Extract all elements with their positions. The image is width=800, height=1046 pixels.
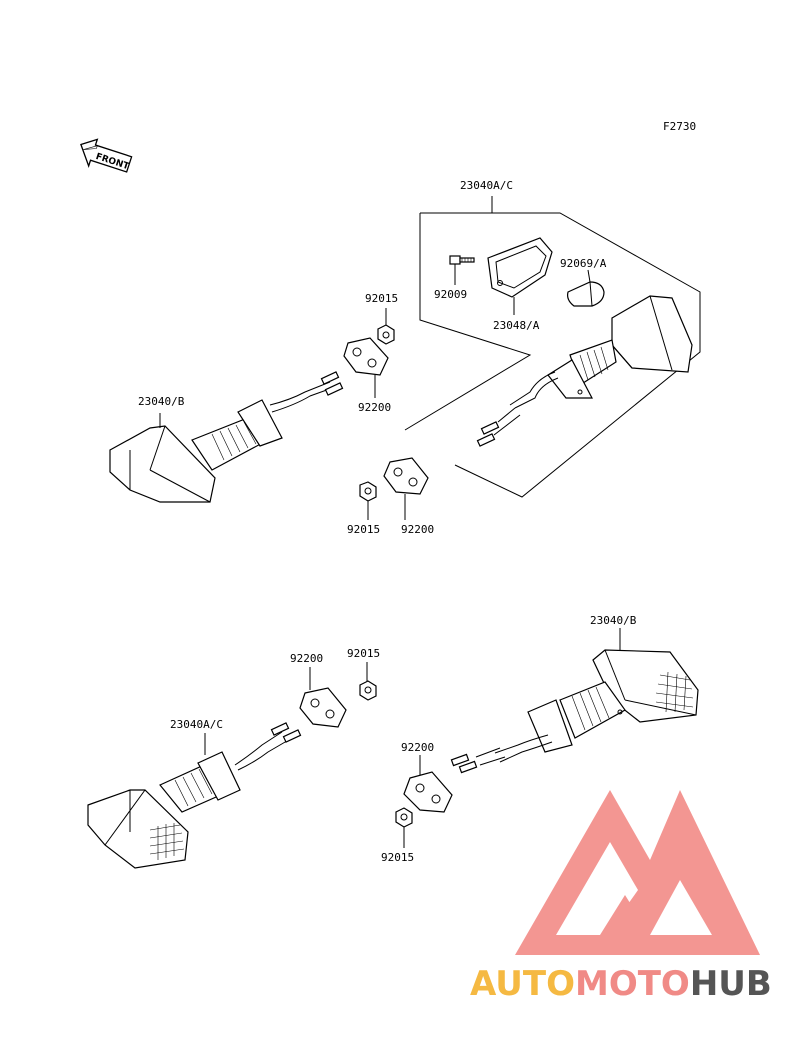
- label-92015-bottom-right: 92015: [381, 851, 414, 864]
- label-92200-bottom-right: 92200: [401, 741, 434, 754]
- label-23040b-top-left: 23040/B: [138, 395, 185, 408]
- watermark-text-auto: AUTO: [470, 964, 575, 1004]
- nut-92015-top-left: [377, 308, 395, 345]
- turn-signal-bottom-left: [87, 731, 293, 869]
- automotohub-logo-icon: [515, 790, 760, 955]
- bulb-92069a: [567, 269, 605, 307]
- label-92069a: 92069/A: [560, 257, 607, 270]
- label-92015-bottom: 92015: [347, 647, 380, 660]
- kit-outline-top: [404, 196, 701, 498]
- bolt-92009: [449, 255, 475, 285]
- connector-top-left: [320, 371, 344, 396]
- label-23040b-bottom-right: 23040/B: [590, 614, 637, 627]
- lens-grid-bottom-left: [149, 823, 185, 860]
- watermark-text-hub: HUB: [690, 964, 772, 1004]
- label-23048a: 23048/A: [493, 319, 540, 332]
- label-92200-bottom: 92200: [290, 652, 323, 665]
- connector-bottom-left: [270, 722, 302, 743]
- figure-code: F2730: [663, 120, 696, 133]
- gasket-92200-bottom-right: [403, 755, 453, 813]
- connector-top-right: [476, 407, 521, 447]
- nut-92015-bottom: [359, 662, 377, 701]
- turn-signal-top-right: [509, 295, 693, 409]
- label-92015-top-left: 92015: [365, 292, 398, 305]
- nut-92015-top-center: [359, 481, 377, 520]
- label-92200-top-center: 92200: [401, 523, 434, 536]
- gasket-92200-top-center: [383, 457, 429, 520]
- connector-bottom-right: [450, 747, 506, 774]
- turn-signal-bottom-right: [494, 628, 699, 763]
- label-23040a-c-top: 23040A/C: [460, 179, 513, 192]
- watermark-text-moto: MOTO: [575, 964, 690, 1004]
- watermark-text: AUTOMOTOHUB: [470, 964, 772, 1004]
- label-92009: 92009: [434, 288, 467, 301]
- lens-grid-bottom-right: [655, 671, 694, 713]
- label-92200-top-left: 92200: [358, 401, 391, 414]
- gasket-92200-bottom: [299, 667, 347, 728]
- label-23040a-c-bottom: 23040A/C: [170, 718, 223, 731]
- turn-signal-top-left: [109, 381, 336, 503]
- nut-92015-bottom-right: [395, 807, 413, 848]
- front-direction-arrow-icon: FRONT: [80, 138, 133, 173]
- gasket-92200-top-left: [343, 337, 389, 398]
- label-92015-top-center: 92015: [347, 523, 380, 536]
- lens-23048a: [487, 237, 553, 315]
